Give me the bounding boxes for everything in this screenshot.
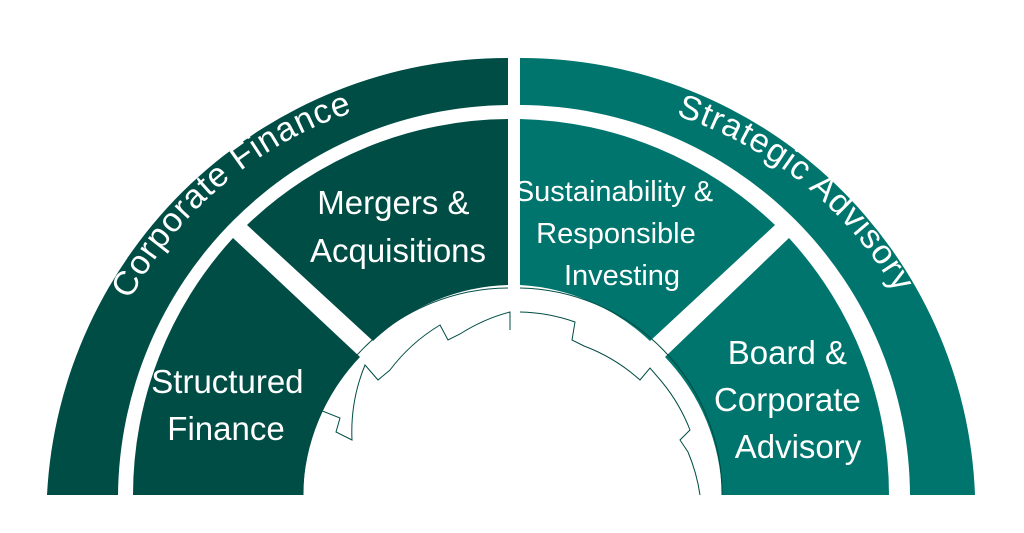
gear-ring — [294, 311, 701, 496]
segment-sustainability — [520, 119, 775, 341]
segment-structured-finance — [133, 238, 360, 495]
segment-mergers-acquisitions — [247, 119, 508, 341]
label-sustainability: Sustainability & Responsible Investing — [515, 176, 721, 292]
label-structured-finance: Structured Finance — [151, 363, 312, 447]
label-mergers-acquisitions: Mergers & Acquisitions — [310, 184, 486, 269]
outer-band-corporate-finance — [47, 57, 508, 496]
segment-board-advisory — [665, 238, 889, 495]
label-board-advisory: Board & Corporate Advisory — [714, 334, 870, 465]
gear-outer-edge — [302, 287, 723, 496]
outer-band-strategic-advisory — [520, 57, 975, 496]
